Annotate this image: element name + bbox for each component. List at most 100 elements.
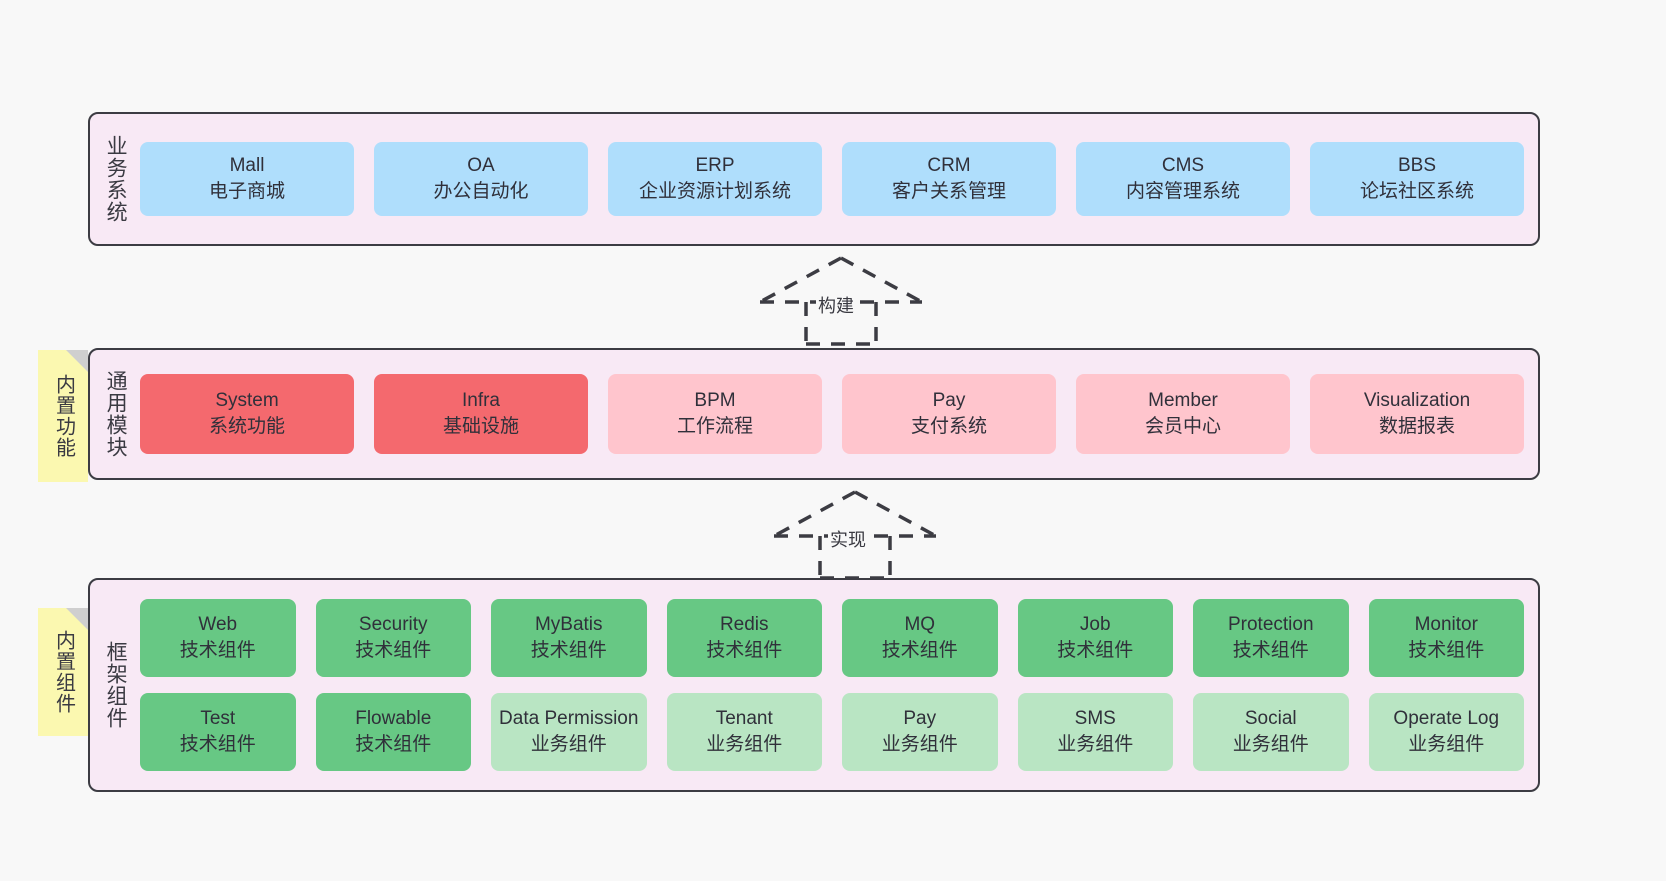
arrow-build-label: 构建 (816, 292, 856, 318)
card-title-en: CRM (927, 155, 971, 177)
card-title-cn: 业务组件 (706, 734, 783, 755)
card-title-en: Data Permission (499, 708, 639, 730)
card-title-cn: 工作流程 (676, 416, 753, 437)
card-title-cn: 技术组件 (881, 640, 958, 661)
card-protection[interactable]: Protection 技术组件 (1193, 599, 1349, 677)
card-tenant[interactable]: Tenant 业务组件 (666, 693, 822, 771)
card-title-cn: 技术组件 (530, 640, 607, 661)
card-title-en: Protection (1227, 614, 1314, 636)
card-mybatis[interactable]: MyBatis 技术组件 (491, 599, 647, 677)
card-title-en: MQ (904, 614, 936, 636)
layer-framework-components: 框架组件 Web 技术组件 Security 技术组件 MyBatis 技术组件… (88, 578, 1540, 792)
card-title-cn: 数据报表 (1378, 416, 1455, 437)
card-monitor[interactable]: Monitor 技术组件 (1368, 599, 1524, 677)
card-redis[interactable]: Redis 技术组件 (666, 599, 822, 677)
card-title-en: Social (1244, 708, 1297, 730)
layer-common-modules: 通用模块 System 系统功能 Infra 基础设施 BPM 工作流程 Pay… (88, 348, 1540, 480)
card-title-en: Pay (932, 390, 966, 412)
card-title-cn: 技术组件 (1057, 640, 1134, 661)
card-system[interactable]: System 系统功能 (140, 374, 354, 454)
card-title-en: OA (467, 155, 495, 177)
layer-business-systems-body: Mall 电子商城 OA 办公自动化 ERP 企业资源计划系统 CRM 客户关系… (140, 114, 1538, 244)
card-title-en: Flowable (355, 708, 432, 730)
card-flowable[interactable]: Flowable 技术组件 (315, 693, 471, 771)
card-row: Mall 电子商城 OA 办公自动化 ERP 企业资源计划系统 CRM 客户关系… (140, 142, 1524, 216)
card-title-en: BBS (1397, 155, 1437, 177)
card-title-en: SMS (1074, 708, 1116, 730)
card-cms[interactable]: CMS 内容管理系统 (1076, 142, 1290, 216)
card-title-en: Security (358, 614, 428, 636)
card-title-cn: 业务组件 (1408, 734, 1485, 755)
card-title-en: Member (1148, 390, 1218, 412)
card-social[interactable]: Social 业务组件 (1193, 693, 1349, 771)
arrow-implement: 实现 (770, 490, 940, 580)
layer-business-systems-title: 业务系统 (104, 135, 128, 223)
layer-common-modules-title: 通用模块 (104, 370, 128, 458)
card-pay-module[interactable]: Pay 支付系统 (842, 374, 1056, 454)
card-security[interactable]: Security 技术组件 (315, 599, 471, 677)
card-title-cn: 系统功能 (208, 416, 285, 437)
card-title-cn: 技术组件 (1408, 640, 1485, 661)
card-title-en: BPM (694, 390, 736, 412)
card-pay-component[interactable]: Pay 业务组件 (842, 693, 998, 771)
card-title-cn: 技术组件 (355, 640, 432, 661)
card-row: System 系统功能 Infra 基础设施 BPM 工作流程 Pay 支付系统… (140, 374, 1524, 454)
card-test[interactable]: Test 技术组件 (140, 693, 296, 771)
card-title-en: System (215, 390, 279, 412)
card-title-en: Job (1079, 614, 1111, 636)
card-web[interactable]: Web 技术组件 (140, 599, 296, 677)
card-infra[interactable]: Infra 基础设施 (374, 374, 588, 454)
card-title-en: Operate Log (1393, 708, 1500, 730)
card-title-en: Infra (461, 390, 501, 412)
card-title-cn: 技术组件 (179, 734, 256, 755)
card-sms[interactable]: SMS 业务组件 (1017, 693, 1173, 771)
card-title-en: Pay (903, 708, 937, 730)
card-title-cn: 技术组件 (1232, 640, 1309, 661)
card-title-en: ERP (695, 155, 735, 177)
layer-framework-components-title: 框架组件 (104, 641, 128, 729)
card-title-cn: 业务组件 (530, 734, 607, 755)
card-oa[interactable]: OA 办公自动化 (374, 142, 588, 216)
card-bbs[interactable]: BBS 论坛社区系统 (1310, 142, 1524, 216)
card-bpm[interactable]: BPM 工作流程 (608, 374, 822, 454)
card-mq[interactable]: MQ 技术组件 (842, 599, 998, 677)
note-builtin-features-label: 内置功能 (52, 374, 75, 458)
card-title-cn: 电子商城 (208, 181, 285, 202)
card-visualization[interactable]: Visualization 数据报表 (1310, 374, 1524, 454)
card-row: Test 技术组件 Flowable 技术组件 Data Permission … (140, 693, 1524, 771)
card-title-en: Monitor (1414, 614, 1478, 636)
card-crm[interactable]: CRM 客户关系管理 (842, 142, 1056, 216)
note-builtin-components: 内置组件 (38, 608, 88, 736)
card-title-cn: 业务组件 (1232, 734, 1309, 755)
card-title-en: Web (198, 614, 238, 636)
card-title-en: Test (200, 708, 236, 730)
card-title-cn: 技术组件 (355, 734, 432, 755)
card-title-cn: 办公自动化 (433, 181, 529, 202)
card-title-cn: 技术组件 (179, 640, 256, 661)
card-title-cn: 业务组件 (1057, 734, 1134, 755)
card-title-en: MyBatis (534, 614, 603, 636)
note-builtin-features: 内置功能 (38, 350, 88, 482)
card-operate-log[interactable]: Operate Log 业务组件 (1368, 693, 1524, 771)
card-title-cn: 企业资源计划系统 (638, 181, 791, 202)
arrow-build: 构建 (756, 256, 926, 346)
card-title-en: Visualization (1363, 390, 1471, 412)
card-data-permission[interactable]: Data Permission 业务组件 (491, 693, 647, 771)
card-title-en: CMS (1161, 155, 1205, 177)
card-erp[interactable]: ERP 企业资源计划系统 (608, 142, 822, 216)
card-title-cn: 会员中心 (1144, 416, 1221, 437)
card-mall[interactable]: Mall 电子商城 (140, 142, 354, 216)
card-title-cn: 基础设施 (442, 416, 519, 437)
card-row: Web 技术组件 Security 技术组件 MyBatis 技术组件 Redi… (140, 599, 1524, 677)
card-member[interactable]: Member 会员中心 (1076, 374, 1290, 454)
layer-business-systems: 业务系统 Mall 电子商城 OA 办公自动化 ERP 企业资源计划系统 CRM… (88, 112, 1540, 246)
card-title-cn: 业务组件 (881, 734, 958, 755)
card-job[interactable]: Job 技术组件 (1017, 599, 1173, 677)
card-title-en: Tenant (715, 708, 773, 730)
card-title-cn: 论坛社区系统 (1359, 181, 1474, 202)
layer-framework-components-body: Web 技术组件 Security 技术组件 MyBatis 技术组件 Redi… (140, 580, 1538, 790)
card-title-cn: 客户关系管理 (891, 181, 1006, 202)
card-title-cn: 支付系统 (910, 416, 987, 437)
card-title-en: Mall (229, 155, 265, 177)
card-title-cn: 技术组件 (706, 640, 783, 661)
